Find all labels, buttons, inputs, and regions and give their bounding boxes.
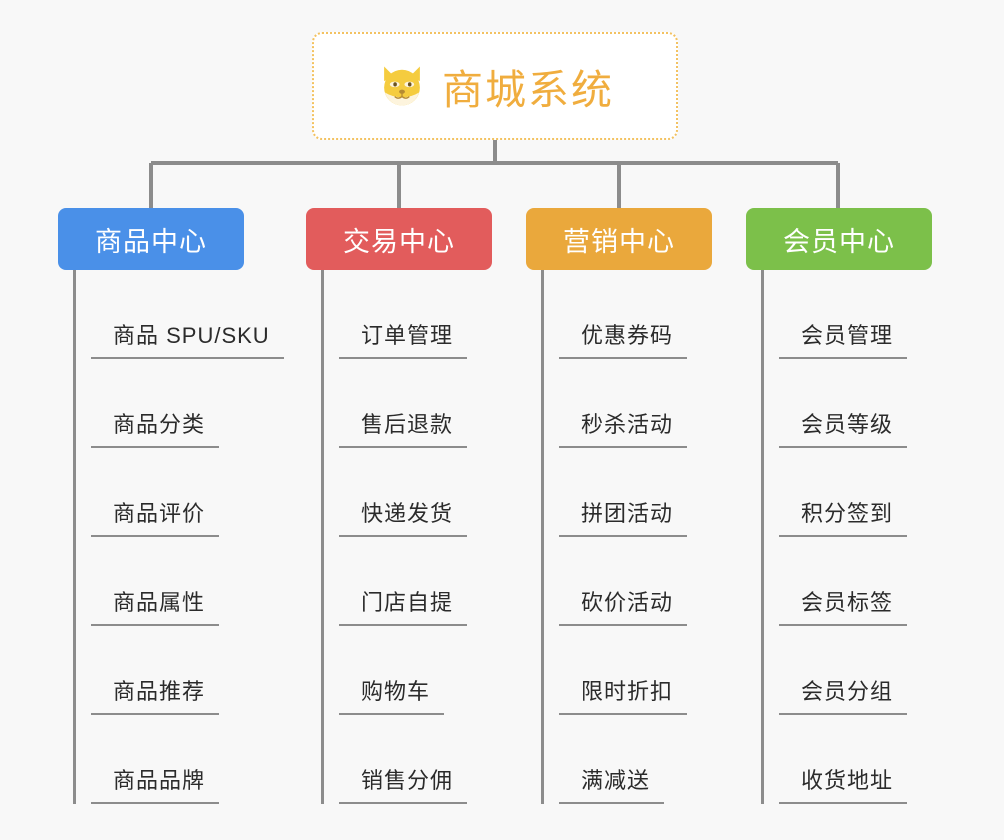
branch-header-label: 商品中心 [95, 226, 207, 257]
leaf-item[interactable]: 销售分佣 [339, 715, 492, 804]
leaf-item[interactable]: 砍价活动 [559, 537, 712, 626]
leaf-label: 秒杀活动 [559, 407, 688, 448]
branch-header-product-center[interactable]: 商品中心 [58, 208, 244, 270]
leaf-label: 积分签到 [779, 496, 908, 537]
leaf-list-member-center: 会员管理 会员等级 积分签到 会员标签 会员分组 收货地址 [761, 270, 932, 804]
branch-header-member-center[interactable]: 会员中心 [746, 208, 932, 270]
leaf-list-product-center: 商品 SPU/SKU 商品分类 商品评价 商品属性 商品推荐 商品品牌 [73, 270, 284, 804]
root-node[interactable]: 商城系统 [312, 32, 678, 140]
leaf-item[interactable]: 会员分组 [779, 626, 932, 715]
branch-header-label: 交易中心 [343, 226, 455, 257]
shiba-dog-face-icon [376, 60, 428, 112]
leaf-label: 会员分组 [779, 674, 908, 715]
leaf-label: 商品评价 [91, 496, 220, 537]
leaf-label: 售后退款 [339, 407, 468, 448]
branch-column-marketing-center: 营销中心 优惠券码 秒杀活动 拼团活动 砍价活动 限时折扣 满减送 [526, 208, 712, 804]
leaf-item[interactable]: 优惠券码 [559, 270, 712, 359]
branch-column-trade-center: 交易中心 订单管理 售后退款 快递发货 门店自提 购物车 销售分佣 [306, 208, 492, 804]
leaf-item[interactable]: 积分签到 [779, 448, 932, 537]
leaf-item[interactable]: 满减送 [559, 715, 712, 804]
leaf-label: 会员标签 [779, 585, 908, 626]
leaf-label: 收货地址 [779, 763, 908, 804]
leaf-label: 商品推荐 [91, 674, 220, 715]
leaf-item[interactable]: 快递发货 [339, 448, 492, 537]
leaf-label: 会员等级 [779, 407, 908, 448]
leaf-label: 优惠券码 [559, 318, 688, 359]
leaf-label: 快递发货 [339, 496, 468, 537]
leaf-item[interactable]: 售后退款 [339, 359, 492, 448]
leaf-list-trade-center: 订单管理 售后退款 快递发货 门店自提 购物车 销售分佣 [321, 270, 492, 804]
leaf-label: 拼团活动 [559, 496, 688, 537]
branch-column-product-center: 商品中心 商品 SPU/SKU 商品分类 商品评价 商品属性 商品推荐 商品品牌 [58, 208, 284, 804]
leaf-label: 门店自提 [339, 585, 468, 626]
leaf-item[interactable]: 门店自提 [339, 537, 492, 626]
leaf-label: 商品 SPU/SKU [91, 318, 284, 359]
root-title: 商城系统 [442, 67, 614, 113]
leaf-item[interactable]: 商品评价 [91, 448, 244, 537]
leaf-item[interactable]: 商品 SPU/SKU [91, 270, 284, 359]
leaf-list-marketing-center: 优惠券码 秒杀活动 拼团活动 砍价活动 限时折扣 满减送 [541, 270, 712, 804]
leaf-label: 订单管理 [339, 318, 468, 359]
leaf-item[interactable]: 商品品牌 [91, 715, 244, 804]
leaf-label: 销售分佣 [339, 763, 468, 804]
branch-column-member-center: 会员中心 会员管理 会员等级 积分签到 会员标签 会员分组 收货地址 [746, 208, 932, 804]
leaf-item[interactable]: 会员等级 [779, 359, 932, 448]
leaf-item[interactable]: 限时折扣 [559, 626, 712, 715]
leaf-item[interactable]: 收货地址 [779, 715, 932, 804]
leaf-item[interactable]: 商品属性 [91, 537, 244, 626]
leaf-item[interactable]: 订单管理 [339, 270, 492, 359]
leaf-label: 砍价活动 [559, 585, 688, 626]
branch-header-trade-center[interactable]: 交易中心 [306, 208, 492, 270]
leaf-item[interactable]: 会员标签 [779, 537, 932, 626]
branch-header-marketing-center[interactable]: 营销中心 [526, 208, 712, 270]
leaf-item[interactable]: 购物车 [339, 626, 492, 715]
leaf-label: 限时折扣 [559, 674, 688, 715]
leaf-label: 满减送 [559, 763, 665, 804]
leaf-label: 商品属性 [91, 585, 220, 626]
leaf-label: 商品品牌 [91, 763, 220, 804]
leaf-item[interactable]: 商品分类 [91, 359, 244, 448]
leaf-label: 会员管理 [779, 318, 908, 359]
leaf-item[interactable]: 会员管理 [779, 270, 932, 359]
leaf-item[interactable]: 拼团活动 [559, 448, 712, 537]
leaf-item[interactable]: 商品推荐 [91, 626, 244, 715]
leaf-item[interactable]: 秒杀活动 [559, 359, 712, 448]
leaf-label: 商品分类 [91, 407, 220, 448]
branch-header-label: 会员中心 [783, 226, 895, 257]
branch-header-label: 营销中心 [563, 226, 675, 257]
leaf-label: 购物车 [339, 674, 445, 715]
